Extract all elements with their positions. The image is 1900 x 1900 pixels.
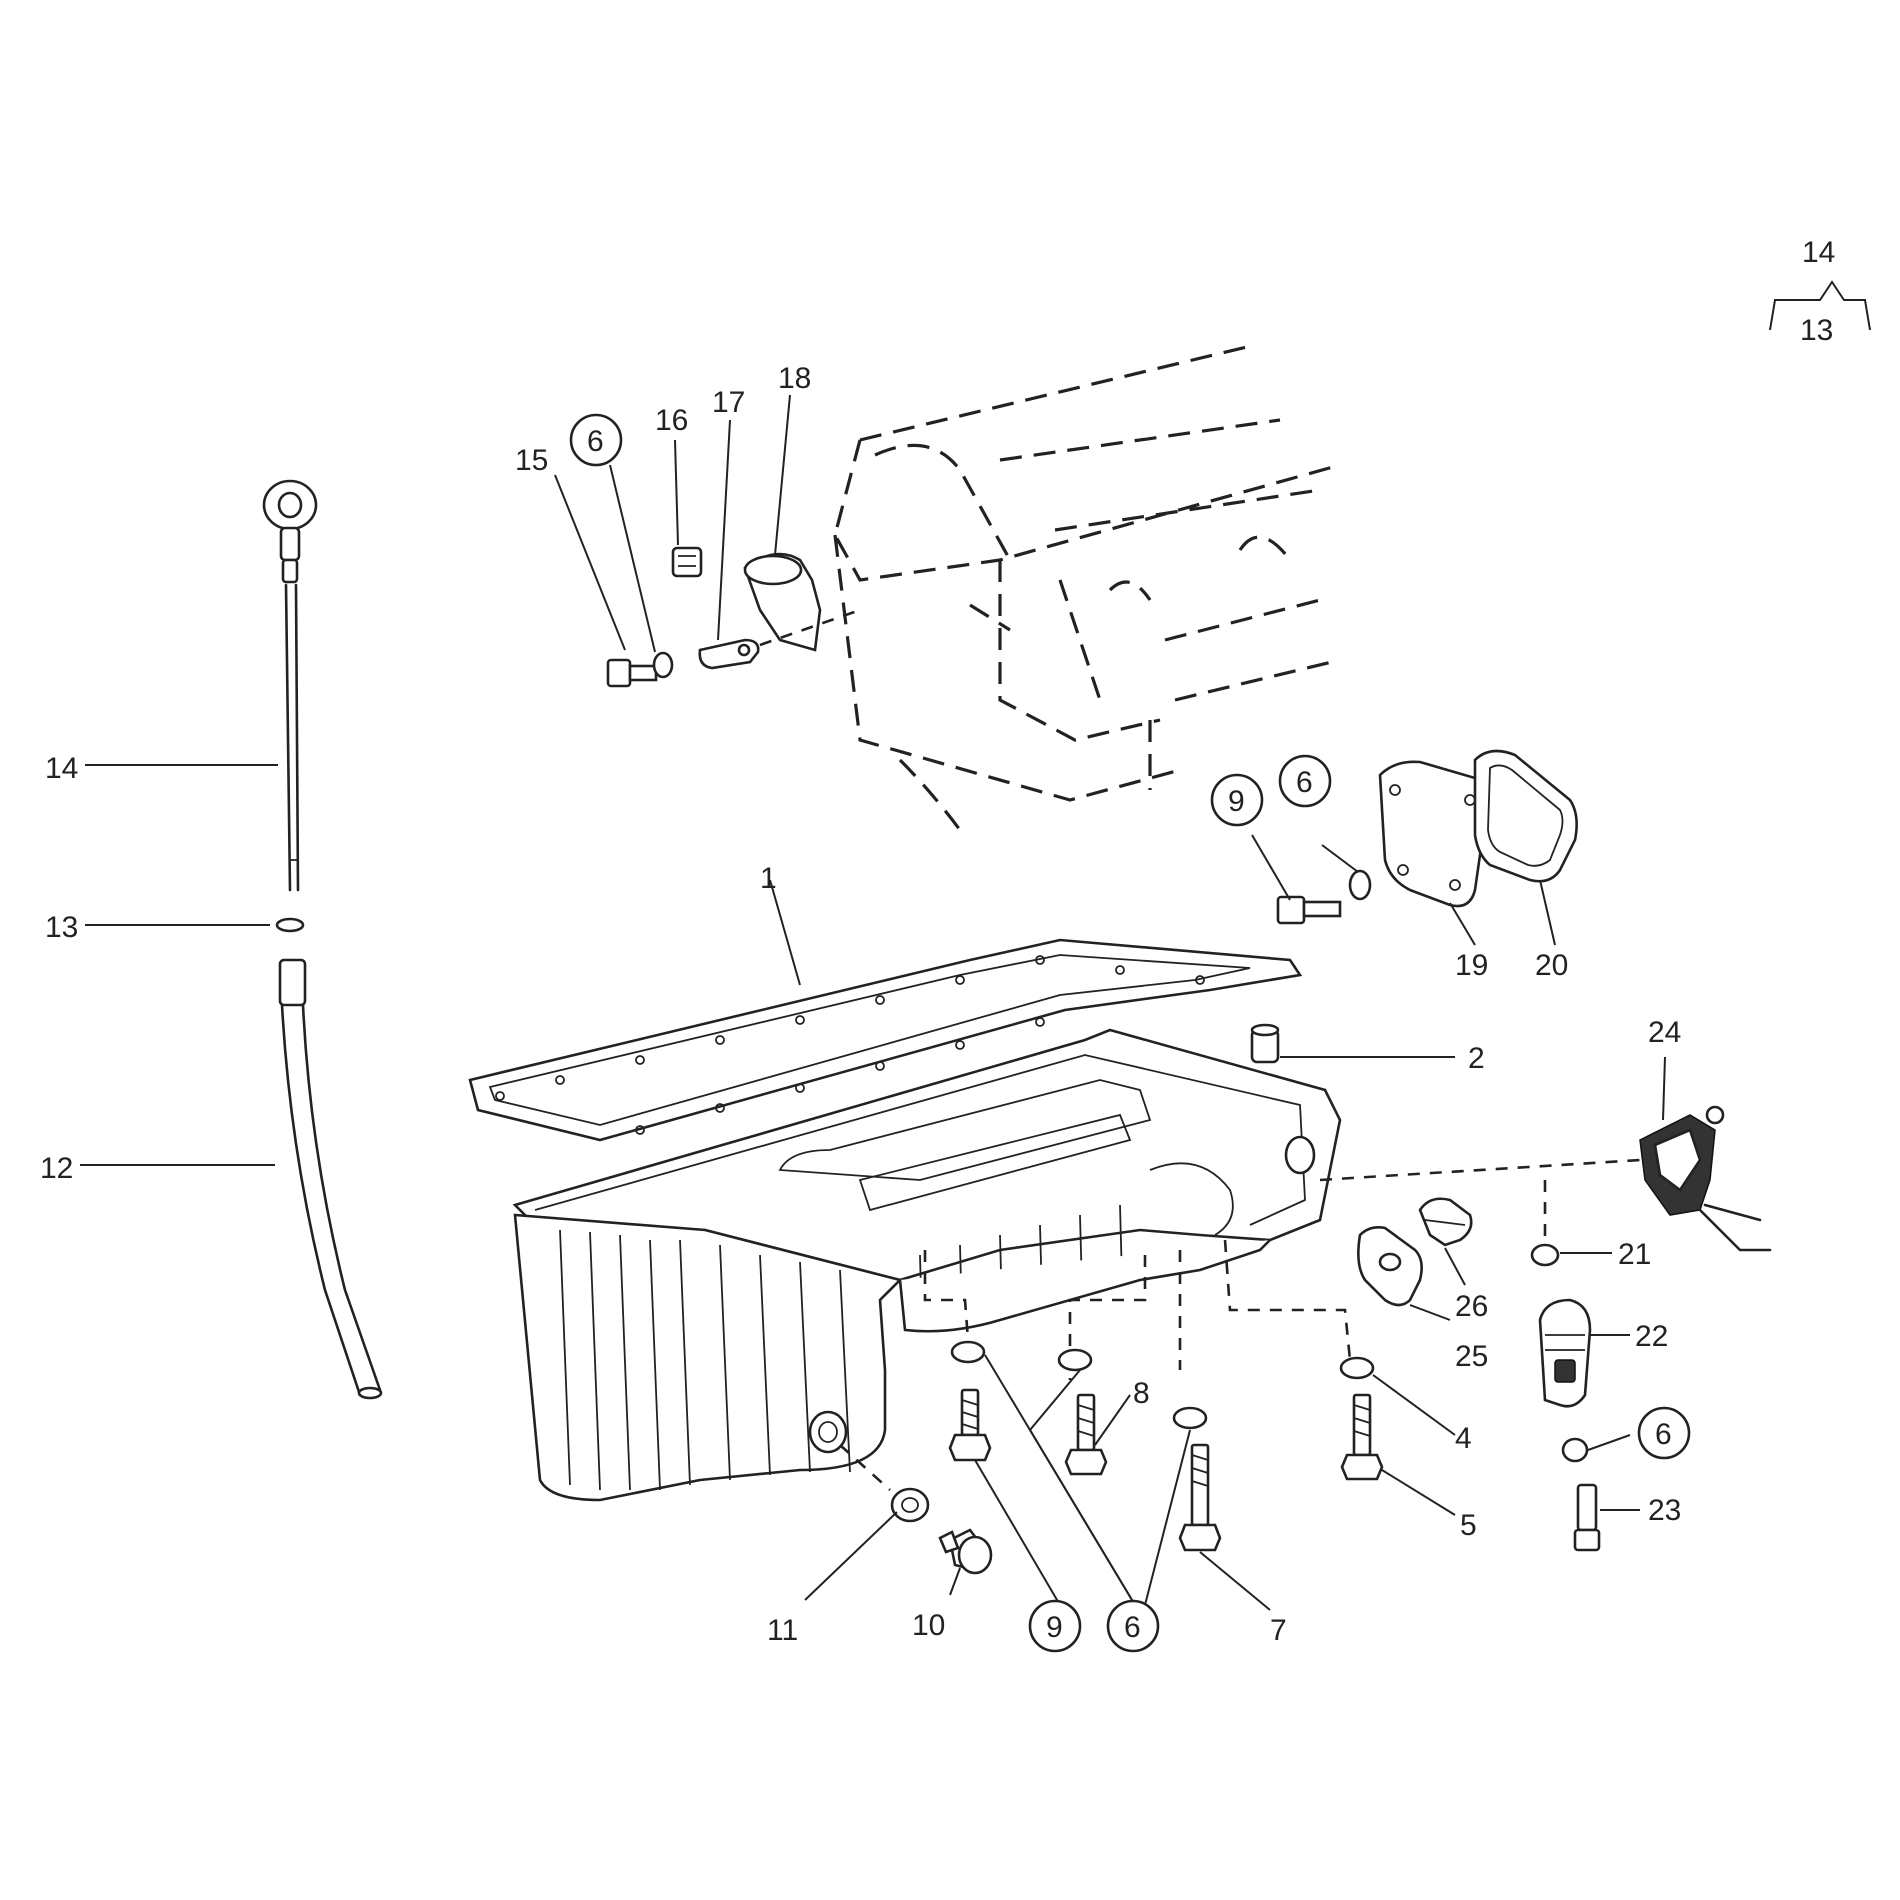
- label-22: 22: [1635, 1320, 1668, 1353]
- support-bracket: [743, 552, 822, 652]
- label-25: 25: [1455, 1340, 1488, 1373]
- label-6-bottom: 6: [1124, 1611, 1141, 1644]
- label-20: 20: [1535, 949, 1568, 982]
- washer-4: [1339, 1356, 1375, 1380]
- label-13: 13: [45, 911, 78, 944]
- cover-washer: [1348, 869, 1372, 901]
- sensor-mount-line: [1319, 1158, 1641, 1182]
- label-7: 7: [1270, 1614, 1287, 1647]
- circled-label-6-right: [1637, 1406, 1691, 1460]
- drain-plug-washer: [890, 1487, 930, 1523]
- key-label-13: 13: [1800, 314, 1833, 347]
- clamp-plate: [1357, 1226, 1423, 1307]
- label-10: 10: [912, 1609, 945, 1642]
- bolt-5: [1340, 1393, 1384, 1481]
- plug-washer: [1561, 1437, 1589, 1463]
- label-21: 21: [1618, 1238, 1651, 1271]
- circled-label-6-top: [569, 413, 623, 467]
- label-23: 23: [1648, 1494, 1681, 1527]
- bracket-mount-line: [759, 608, 861, 647]
- hose-clip: [1418, 1197, 1473, 1247]
- label-6-mid: 6: [1296, 766, 1313, 799]
- label-16: 16: [655, 404, 688, 437]
- label-9-bottom: 9: [1046, 1611, 1063, 1644]
- oil-pan-gasket: [468, 938, 1303, 1142]
- label-8: 8: [1133, 1377, 1150, 1410]
- label-11: 11: [767, 1614, 798, 1647]
- bracket-bolt: [606, 658, 658, 688]
- seal-ring: [1530, 1180, 1560, 1267]
- label-17: 17: [712, 386, 745, 419]
- circled-label-6-bottom: [1106, 1599, 1160, 1653]
- key-label-14: 14: [1802, 236, 1835, 269]
- label-5: 5: [1460, 1509, 1477, 1542]
- circled-label-9-mid: [1210, 773, 1264, 827]
- oil-pan: [512, 1028, 1342, 1502]
- label-9-mid: 9: [1228, 785, 1245, 818]
- lower-dash-lines: [923, 1239, 1352, 1380]
- label-2: 2: [1468, 1042, 1485, 1075]
- washer-b: [1057, 1348, 1093, 1372]
- label-6-right: 6: [1655, 1418, 1672, 1451]
- washer-c: [1172, 1406, 1208, 1430]
- washer-a: [950, 1340, 986, 1364]
- bolt-9-lower: [948, 1388, 992, 1462]
- label-19: 19: [1455, 949, 1488, 982]
- dipstick-o-ring: [275, 917, 305, 933]
- label-1: 1: [760, 862, 777, 895]
- label-6-top: 6: [587, 425, 604, 458]
- drain-plug: [938, 1528, 993, 1575]
- cover-bolt: [1276, 895, 1342, 925]
- plug-bolt: [1573, 1483, 1601, 1552]
- bolt-7: [1178, 1443, 1222, 1552]
- label-4: 4: [1455, 1422, 1472, 1455]
- drain-plug-line: [839, 1444, 891, 1491]
- cover-gasket: [1473, 749, 1578, 883]
- bolt-8: [1064, 1393, 1108, 1476]
- leader-lines: [80, 394, 1666, 1611]
- label-15: 15: [515, 444, 548, 477]
- assembly-key-bracket: [1769, 280, 1871, 331]
- bracket-nut: [671, 546, 703, 578]
- oil-level-sensor: [1639, 1105, 1772, 1252]
- label-12: 12: [40, 1152, 73, 1185]
- bracket-washer: [652, 651, 674, 679]
- label-18: 18: [778, 362, 811, 395]
- dowel-sleeve: [1250, 1023, 1280, 1064]
- label-14: 14: [45, 752, 78, 785]
- dipstick-rod: [284, 583, 300, 892]
- label-24: 24: [1648, 1016, 1681, 1049]
- cover-plate: [1378, 760, 1488, 908]
- engine-block-outline: [833, 343, 1341, 831]
- sensor-plug: [1538, 1298, 1592, 1408]
- circled-label-9-bottom: [1028, 1599, 1082, 1653]
- dipstick-holder-clip: [698, 638, 760, 670]
- dipstick-guide-tube: [278, 958, 383, 1400]
- label-26: 26: [1455, 1290, 1488, 1323]
- circled-label-6-mid: [1278, 754, 1332, 808]
- dipstick-handle: [262, 479, 318, 584]
